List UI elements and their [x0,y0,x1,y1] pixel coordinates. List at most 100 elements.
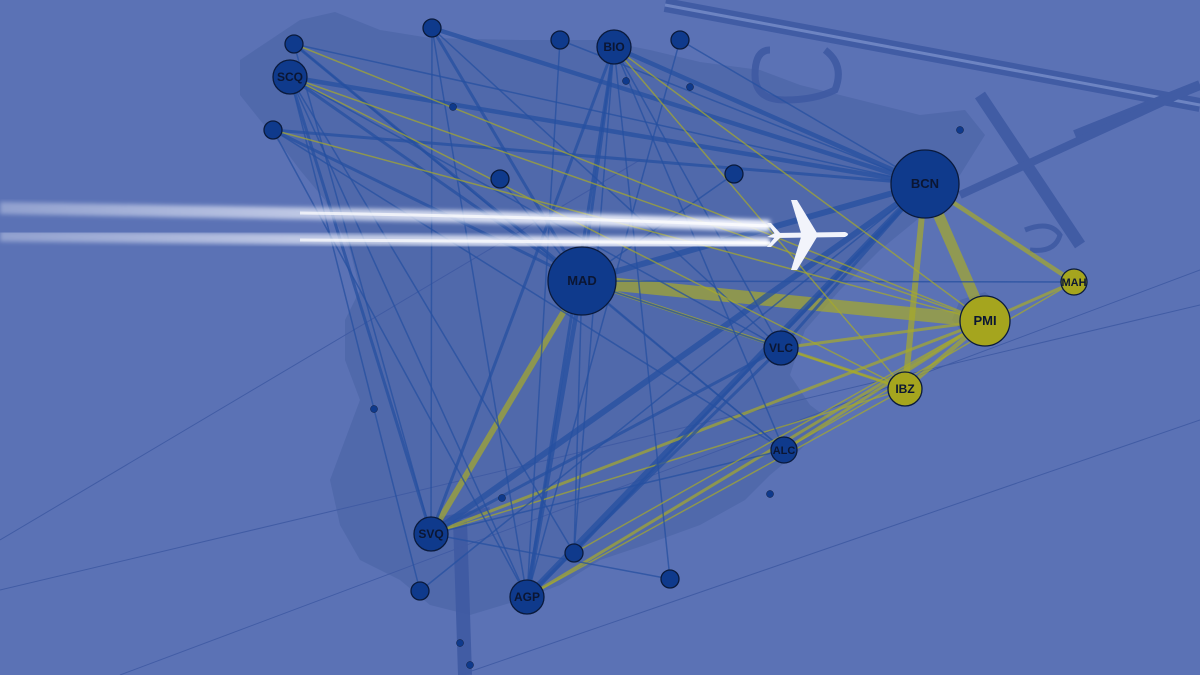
airport-node-minor [956,126,964,134]
airport-node-circle [763,330,799,366]
airport-node-circle [956,126,964,134]
airport-node-minor [490,169,510,189]
route-edge-n_grx-bcn [572,182,927,555]
route-edge-mad-n_grx [573,280,583,554]
airplane-icon [767,200,848,270]
airport-node-circle [490,169,510,189]
airport-node-circle [887,371,923,407]
airport-nodes: MAD BCN PMI IBZ MAH VLC ALC SVQ AGP BIO SCQ [263,18,1088,669]
route-edge-vlc-bio [613,46,782,349]
airport-code-label: MAD [567,273,597,288]
airport-node-circle [686,83,694,91]
route-edge-alc-mah [783,281,1075,451]
airport-node-circle [456,639,464,647]
route-edge-mad-svq [428,278,585,537]
airport-node-mad: MAD [547,246,617,316]
route-edge-pmi-alc [782,319,987,452]
airport-node-circle [766,490,774,498]
airport-node-circle [547,246,617,316]
airport-node-circle [724,164,744,184]
airport-node-circle [1060,268,1088,296]
airport-node-minor [622,77,630,85]
airport-node-vlc: VLC [763,330,799,366]
airport-node-minor [686,83,694,91]
airport-node-minor [456,639,464,647]
airport-code-label: BIO [603,40,624,54]
route-edge-n_top1-agp [431,27,528,598]
airport-node-minor [263,120,283,140]
airport-code-label: AGP [514,590,540,604]
airport-node-minor [564,543,584,563]
airport-code-label: IBZ [895,382,914,396]
route-edge-n_ovd-bcn [293,43,926,185]
route-edge-svq-alc [430,449,785,535]
airport-node-circle [272,59,308,95]
airport-node-circle [550,30,570,50]
route-edge-scq-n_jer [289,76,421,592]
route-edges [271,25,1077,600]
route-edge-alc-n_vgo [272,129,785,451]
airport-node-minor [422,18,442,38]
route-edge-alc-n_ovd [293,43,785,451]
route-edge-bio-ibz [613,46,906,390]
airport-node-scq: SCQ [272,59,308,95]
route-edge-agp-scq [289,76,528,598]
airport-node-svq: SVQ [413,516,449,552]
airport-node-ibz: IBZ [887,371,923,407]
route-edge-pmi-svq [429,319,987,536]
airport-node-circle [263,120,283,140]
airport-node-minor [670,30,690,50]
airport-node-circle [770,436,798,464]
route-edge-svq-scq [288,75,433,536]
airport-node-circle [498,494,506,502]
airport-node-circle [509,579,545,615]
airport-node-minor [449,103,457,111]
airport-node-pmi: PMI [959,295,1011,347]
airport-code-label: PMI [973,313,996,328]
airport-node-minor [660,569,680,589]
route-edge-mad-vlc [581,280,782,349]
airport-code-label: BCN [911,176,939,191]
route-edge-svq-n_ovd [293,43,432,535]
route-edge-agp-n_san [526,39,561,598]
route-edge-alc-bio [613,46,785,451]
route-edge-mad-mah [581,280,1075,283]
airport-node-minor [498,494,506,502]
route-edge-scq-ibz [289,76,906,390]
airport-node-minor [466,661,474,669]
route-edge-n_ovd-pmi [293,43,986,322]
airport-node-mah: MAH [1060,268,1088,296]
route-edge-bcn-bio [611,44,928,187]
airport-node-bcn: BCN [890,149,960,219]
airport-node-minor [550,30,570,50]
route-edge-n_lei-svq [430,533,671,580]
airport-node-circle [410,581,430,601]
route-edge-agp-bio [525,45,616,599]
route-edge-vlc-ibz [780,347,906,390]
airport-node-minor [410,581,430,601]
route-edge-scq-pmi [289,76,986,322]
airport-node-circle [413,516,449,552]
airport-node-minor [766,490,774,498]
airport-node-circle [959,295,1011,347]
airport-node-alc: ALC [770,436,798,464]
route-edge-agp-n_vit [526,39,681,598]
airport-node-circle [449,103,457,111]
route-edge-svq-n_top1 [430,27,433,535]
airport-node-circle [660,569,680,589]
airport-node-circle [890,149,960,219]
route-edge-mad-pmi [575,274,992,328]
airport-node-circle [422,18,442,38]
airport-code-label: SVQ [418,527,443,541]
airport-node-circle [670,30,690,50]
route-edge-n_san-bcn [559,39,926,185]
route-edge-vlc-scq [289,76,782,349]
route-edge-pmi-vlc [779,319,987,350]
route-edge-n_jer-bcn [419,183,926,592]
airport-node-circle [370,405,378,413]
route-edge-bio-n_lei [613,46,671,580]
contrail-group [0,202,771,249]
airport-node-circle [622,77,630,85]
